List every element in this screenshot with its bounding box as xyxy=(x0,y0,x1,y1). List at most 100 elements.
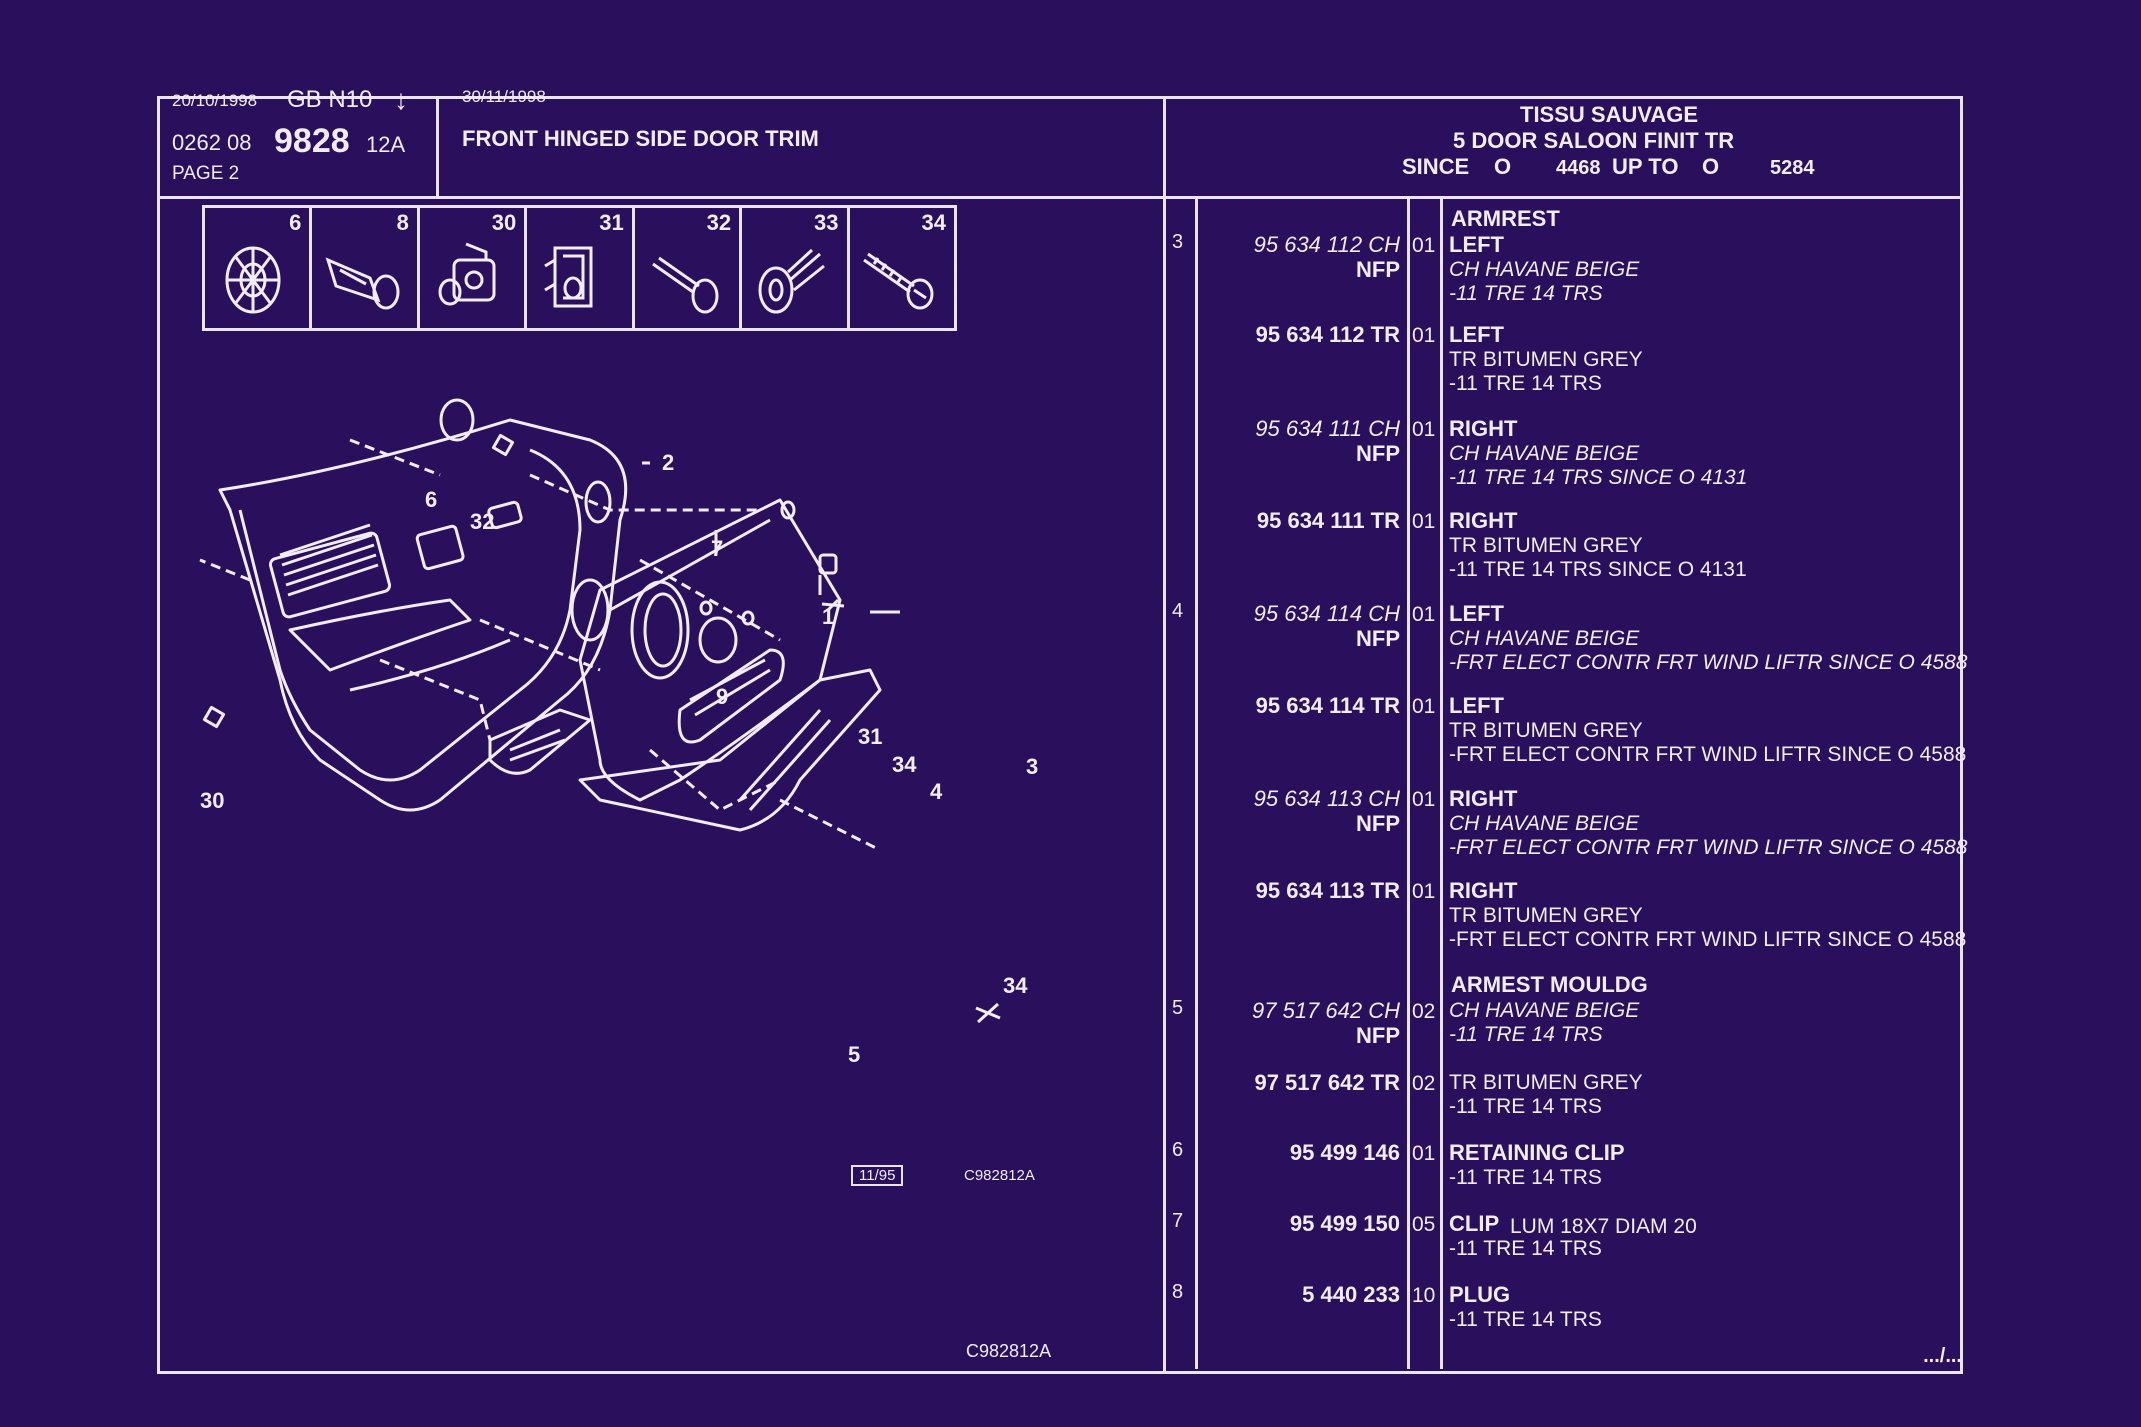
part-quantity: 02 xyxy=(1412,1072,1436,1095)
callout-34-lower: 34 xyxy=(1003,973,1028,998)
part-colour: CH HAVANE BEIGE xyxy=(1449,812,1640,835)
callout-31: 31 xyxy=(858,724,883,749)
part-number: 95 634 111 CH xyxy=(1255,416,1400,441)
part-description-main: LEFT xyxy=(1449,232,1504,257)
part-applicability: -11 TRE 14 TRS xyxy=(1449,282,1603,305)
push-pin-icon xyxy=(651,256,719,314)
part-description-main: RIGHT xyxy=(1449,416,1518,441)
door-trim-diagram xyxy=(199,398,1001,1024)
fastener-thumbnails: 6 8 30 31 32 33 xyxy=(202,205,957,331)
part-applicability: -11 TRE 14 TRS xyxy=(1449,1308,1602,1331)
part-quantity: 01 xyxy=(1412,1142,1436,1165)
page-title: FRONT HINGED SIDE DOOR TRIM xyxy=(462,126,819,151)
part-applicability: -11 TRE 14 TRS xyxy=(1449,372,1602,395)
rosette-clip-icon xyxy=(225,246,281,314)
part-number: 95 634 112 CH xyxy=(1253,232,1400,257)
part-quantity: 01 xyxy=(1412,234,1436,257)
callout-6: 6 xyxy=(425,487,438,512)
callout-34-upper: 34 xyxy=(892,752,917,777)
part-applicability: -FRT ELECT CONTR FRT WIND LIFTR SINCE O … xyxy=(1449,836,1968,859)
spec-to: 5284 xyxy=(1770,157,1815,179)
callout-5: 5 xyxy=(848,1042,861,1067)
part-colour: CH HAVANE BEIGE xyxy=(1449,258,1640,281)
header-divider-left xyxy=(436,96,439,196)
part-quantity: 01 xyxy=(1412,324,1436,347)
drawing-code: C982812A xyxy=(964,1167,1035,1184)
part-number: 95 634 111 TR xyxy=(1256,508,1400,533)
spec-o-1: O xyxy=(1494,154,1512,179)
thumbnail-30: 30 xyxy=(420,208,528,328)
thumbnail-number: 30 xyxy=(491,210,517,235)
thumbnail-6: 6 xyxy=(205,208,313,328)
part-colour: TR BITUMEN GREY xyxy=(1449,348,1643,371)
part-ref-number: 8 xyxy=(1172,1281,1184,1303)
callout-4: 4 xyxy=(930,779,943,804)
part-quantity: 01 xyxy=(1412,695,1436,718)
thumbnail-34: 34 xyxy=(850,208,954,328)
part-colour: CH HAVANE BEIGE xyxy=(1449,999,1640,1022)
part-number: 95 499 150 xyxy=(1289,1211,1400,1236)
part-quantity: 01 xyxy=(1412,788,1436,811)
thumbnail-number: 31 xyxy=(599,210,624,235)
part-quantity: 01 xyxy=(1412,880,1436,903)
part-description-main: CLIP xyxy=(1449,1211,1500,1236)
header-ref-suffix: 12A xyxy=(366,132,406,157)
drawing-date-box: 11/95 xyxy=(851,1165,904,1186)
continuation-mark: .../... xyxy=(1923,1345,1962,1367)
footer-code: C982812A xyxy=(966,1341,1052,1361)
callout-1: 1 xyxy=(822,604,835,629)
part-colour: TR BITUMEN GREY xyxy=(1449,534,1643,557)
square-clip-icon xyxy=(438,242,496,306)
nfp-flag: NFP xyxy=(1356,441,1400,466)
part-colour: CH HAVANE BEIGE xyxy=(1449,627,1640,650)
part-number: 95 634 113 CH xyxy=(1253,786,1400,811)
spec-upto: UP TO xyxy=(1612,154,1679,179)
callout-9: 9 xyxy=(716,684,729,709)
part-ref-number: 7 xyxy=(1172,1210,1184,1232)
thumbnail-31: 31 xyxy=(527,208,635,328)
part-applicability: -11 TRE 14 TRS xyxy=(1449,1237,1602,1260)
sheet-frame xyxy=(157,96,1963,1374)
part-number: 97 517 642 CH xyxy=(1252,998,1400,1023)
part-description-main: RIGHT xyxy=(1449,786,1518,811)
header-page: PAGE 2 xyxy=(172,163,240,184)
part-applicability: -11 TRE 14 TRS xyxy=(1449,1166,1602,1189)
part-applicability: -11 TRE 14 TRS SINCE O 4131 xyxy=(1449,466,1748,489)
thumbnail-number: 8 xyxy=(396,210,409,235)
part-quantity: 02 xyxy=(1412,1000,1436,1023)
header-date-2: 30/11/1998 xyxy=(462,87,546,106)
part-quantity: 01 xyxy=(1412,510,1436,533)
spec-o-2: O xyxy=(1702,154,1720,179)
part-colour: TR BITUMEN GREY xyxy=(1449,1071,1643,1094)
thumbnail-number: 33 xyxy=(814,210,839,235)
part-description-main: LEFT xyxy=(1449,322,1504,347)
fir-tree-clip-icon xyxy=(758,248,826,314)
parts-col-qty-line-left xyxy=(1407,199,1410,1369)
part-quantity: 05 xyxy=(1412,1213,1436,1236)
thumbnail-number: 32 xyxy=(706,210,732,235)
thumbnail-33: 33 xyxy=(742,208,850,328)
part-applicability: -11 TRE 14 TRS xyxy=(1449,1095,1602,1118)
callout-30: 30 xyxy=(200,788,225,813)
callout-7: 7 xyxy=(711,536,724,561)
callout-2: 2 xyxy=(662,450,675,475)
part-quantity: 01 xyxy=(1412,603,1436,626)
part-quantity: 01 xyxy=(1412,418,1436,441)
part-ref-number: 5 xyxy=(1172,997,1184,1019)
nfp-flag: NFP xyxy=(1356,1023,1400,1048)
parts-col-ref-line xyxy=(1195,199,1198,1369)
spec-from: 4468 xyxy=(1556,157,1601,179)
thumbnail-8: 8 xyxy=(312,208,420,328)
part-applicability: -FRT ELECT CONTR FRT WIND LIFTR SINCE O … xyxy=(1449,651,1968,674)
thumbnail-32: 32 xyxy=(635,208,743,328)
part-description-main: LEFT xyxy=(1449,601,1504,626)
header-ref-prefix: 0262 08 xyxy=(172,130,252,155)
part-applicability: -FRT ELECT CONTR FRT WIND LIFTR SINCE O … xyxy=(1449,743,1967,766)
down-arrow-icon: ↓ xyxy=(394,84,408,115)
part-ref-number: 3 xyxy=(1172,231,1184,253)
part-number: 95 634 114 TR xyxy=(1255,693,1400,718)
nfp-flag: NFP xyxy=(1356,811,1400,836)
main-divider xyxy=(1163,96,1166,1371)
part-colour: CH HAVANE BEIGE xyxy=(1449,442,1640,465)
part-applicability: -11 TRE 14 TRS xyxy=(1449,1023,1603,1046)
